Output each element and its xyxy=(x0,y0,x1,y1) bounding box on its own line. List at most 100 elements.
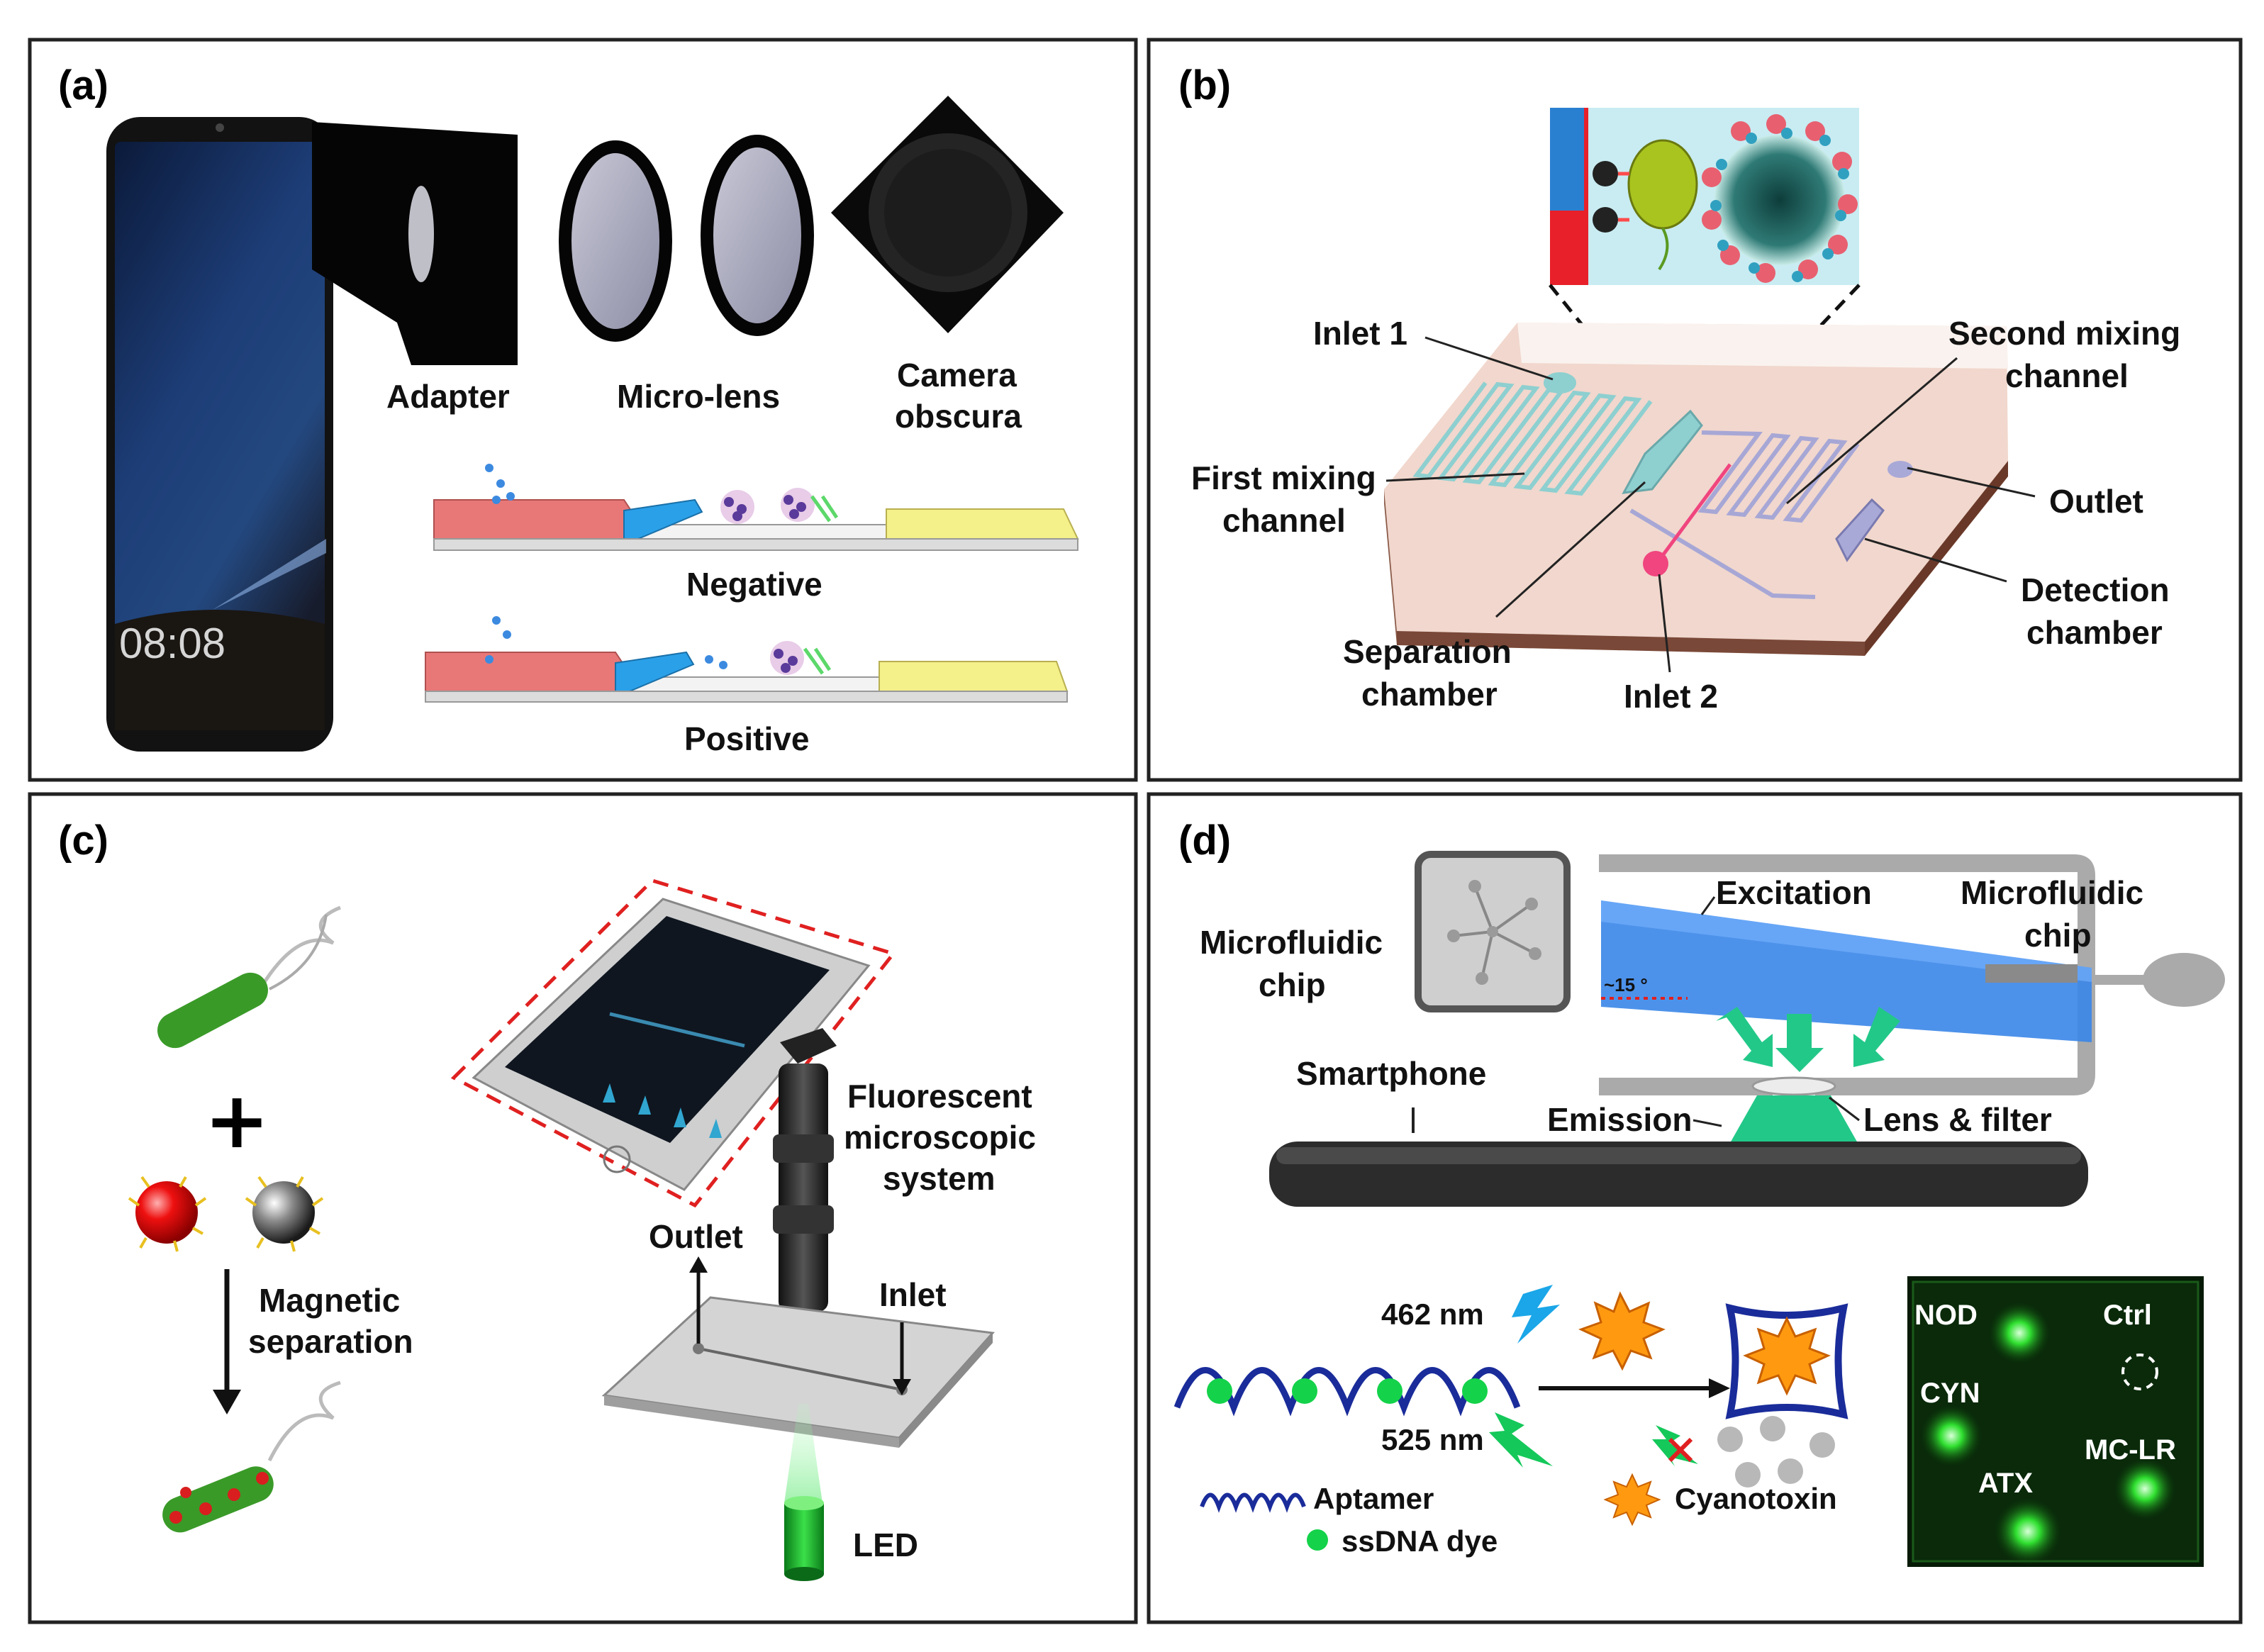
tablet-illustration xyxy=(450,878,897,1208)
emission-arrows xyxy=(1716,1007,1900,1072)
panel-b-label: (b) xyxy=(1178,62,1231,108)
first-mixing-channel xyxy=(1412,372,1653,496)
mclr-label: MC-LR xyxy=(2085,1434,2176,1466)
camera-obscura-label-1: Camera xyxy=(897,357,1017,394)
aptamer-complex xyxy=(1725,1303,1848,1419)
negative-label: Negative xyxy=(686,566,822,603)
grey-magnetic-bead xyxy=(245,1176,324,1252)
cyanotoxin-legend-star xyxy=(1603,1473,1661,1527)
inlet2-channel xyxy=(1657,463,1732,562)
separation-label-1: Separation xyxy=(1343,633,1512,670)
lightning-525 xyxy=(1489,1412,1553,1468)
excitation-beam xyxy=(1601,900,2092,1042)
positive-label: Positive xyxy=(684,720,809,757)
fluorescent-label-1: Fluorescent xyxy=(847,1078,1032,1115)
nm462-label: 462 nm xyxy=(1381,1297,1484,1331)
red-magnetic-bead xyxy=(128,1176,207,1252)
inlet2-dot xyxy=(1643,551,1668,576)
second-mixing-channel xyxy=(1629,430,1860,599)
device-housing xyxy=(1599,854,2225,1095)
nm525-label: 525 nm xyxy=(1381,1423,1484,1456)
magnetic-label-1: Magnetic xyxy=(259,1282,400,1319)
microfluidic-chip-c xyxy=(601,1296,996,1448)
detection-pointer xyxy=(1864,537,2007,583)
separation-label-2: chamber xyxy=(1361,676,1498,713)
ssdna-legend-label: ssDNA dye xyxy=(1342,1524,1498,1558)
chip-left-label-1: Microfluidic xyxy=(1200,924,1383,961)
first-mixing-pointer xyxy=(1385,472,1525,482)
cyanotoxin-legend-label: Cyanotoxin xyxy=(1675,1482,1837,1515)
lens-filter-shape xyxy=(1751,1076,1836,1096)
detection-chamber-shape xyxy=(1835,461,1913,562)
ctrl-label: Ctrl xyxy=(2103,1300,2152,1331)
inlet-c-arrow xyxy=(893,1322,911,1395)
panel-c-frame xyxy=(28,792,1138,1624)
micro-lens-illustration xyxy=(559,135,814,342)
smartphone-label: Smartphone xyxy=(1296,1055,1486,1092)
green-light-beam xyxy=(784,1404,822,1503)
panel-d-label: (d) xyxy=(1178,817,1231,864)
adapter-illustration xyxy=(312,122,518,365)
panel-a-frame xyxy=(28,38,1138,782)
bacterium-top xyxy=(157,905,341,1049)
emission-cone xyxy=(1730,1095,1858,1143)
chip-right-label-1: Microfluidic xyxy=(1961,874,2143,911)
outlet-c-label: Outlet xyxy=(649,1218,743,1255)
lightning-462 xyxy=(1512,1285,1560,1344)
emission-pointer xyxy=(1693,1119,1722,1127)
fluorescent-label-3: system xyxy=(883,1160,996,1197)
outlet-b-pointer xyxy=(1907,467,2036,498)
cyanotoxin-star xyxy=(1578,1291,1666,1371)
microfluidic-chip-b xyxy=(1384,323,2008,656)
detection-label-2: chamber xyxy=(2026,614,2163,651)
emission-label: Emission xyxy=(1547,1101,1693,1138)
atx-label: ATX xyxy=(1978,1468,2033,1499)
angle-label: ~15 ° xyxy=(1604,974,1648,995)
bacterium-captured xyxy=(162,1380,341,1533)
released-dye-dots xyxy=(1717,1416,1835,1488)
reaction-arrow xyxy=(1539,1378,1730,1398)
aptamer-legend-wave xyxy=(1200,1492,1306,1513)
first-mixing-label-2: channel xyxy=(1222,502,1346,539)
panel-b-frame xyxy=(1147,38,2243,782)
negative-test-strip xyxy=(433,464,1079,551)
aptamer-wave xyxy=(1173,1367,1521,1417)
micro-lens-label: Micro-lens xyxy=(617,378,780,415)
lens-filter-label: Lens & filter xyxy=(1863,1101,2052,1138)
detection-label-1: Detection xyxy=(2021,571,2170,608)
separation-pointer xyxy=(1495,481,1646,618)
inlet1-pointer xyxy=(1424,336,1554,381)
capture-inset xyxy=(1550,108,1859,285)
inlet1-label: Inlet 1 xyxy=(1313,315,1407,352)
excitation-pointer xyxy=(1700,896,1716,915)
phone-clock: 08:08 xyxy=(119,620,225,667)
detection-result-image xyxy=(1907,1276,2204,1567)
camera-obscura-illustration xyxy=(831,96,1064,333)
panel-a-label: (a) xyxy=(58,62,108,108)
excitation-label: Excitation xyxy=(1716,874,1872,911)
aptamer-legend-label: Aptamer xyxy=(1313,1482,1434,1515)
separation-chamber-shape xyxy=(1622,409,1703,494)
second-mixing-label-2: channel xyxy=(2005,357,2129,394)
outlet-b-label: Outlet xyxy=(2049,483,2143,520)
fluorescent-label-2: microscopic xyxy=(844,1119,1036,1156)
adapter-label: Adapter xyxy=(386,378,510,415)
outlet-c-arrow xyxy=(689,1256,708,1344)
panel-d-frame xyxy=(1147,792,2243,1624)
magnetic-label-2: separation xyxy=(248,1323,413,1360)
quenched-lightning xyxy=(1652,1425,1698,1466)
plus-sign: + xyxy=(204,1075,269,1166)
positive-test-strip xyxy=(425,616,1069,703)
magnetic-separation-arrow xyxy=(213,1269,241,1414)
second-mixing-pointer xyxy=(1786,357,1958,505)
cyn-label: CYN xyxy=(1920,1378,1980,1409)
chip-right-label-2: chip xyxy=(2024,917,2092,954)
chip-icon-left xyxy=(1415,851,1571,1012)
led-illustration xyxy=(784,1496,824,1581)
smartphone-bar xyxy=(1269,1142,2088,1207)
second-mixing-label-1: Second mixing xyxy=(1948,315,2180,352)
camera-obscura-label-2: obscura xyxy=(895,398,1022,435)
ssdna-legend-dot xyxy=(1307,1529,1328,1551)
panel-c-label: (c) xyxy=(58,817,108,864)
led-label: LED xyxy=(853,1527,918,1563)
